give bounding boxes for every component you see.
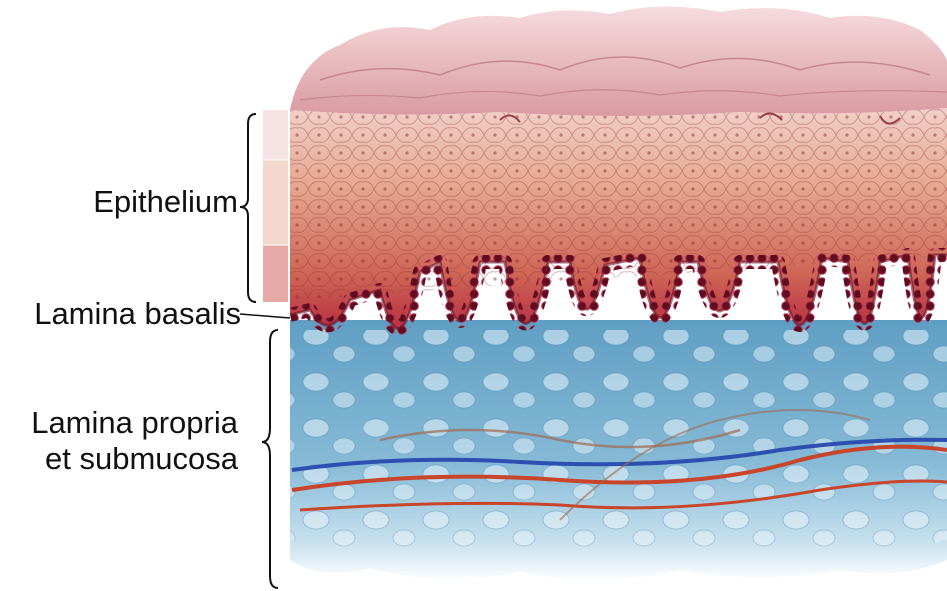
lamina-propria-brace xyxy=(262,330,278,588)
surface-layer xyxy=(290,6,947,116)
label-lamina-propria-line1: Lamina propria xyxy=(31,405,238,441)
lamina-basalis-pointer xyxy=(240,314,290,318)
label-epithelium: Epithelium xyxy=(93,184,238,220)
epithelium-brace xyxy=(240,114,256,302)
label-lamina-propria-line2: et submucosa xyxy=(31,441,238,477)
label-lamina-propria: Lamina propria et submucosa xyxy=(31,405,238,476)
label-lamina-basalis: Lamina basalis xyxy=(34,296,241,332)
